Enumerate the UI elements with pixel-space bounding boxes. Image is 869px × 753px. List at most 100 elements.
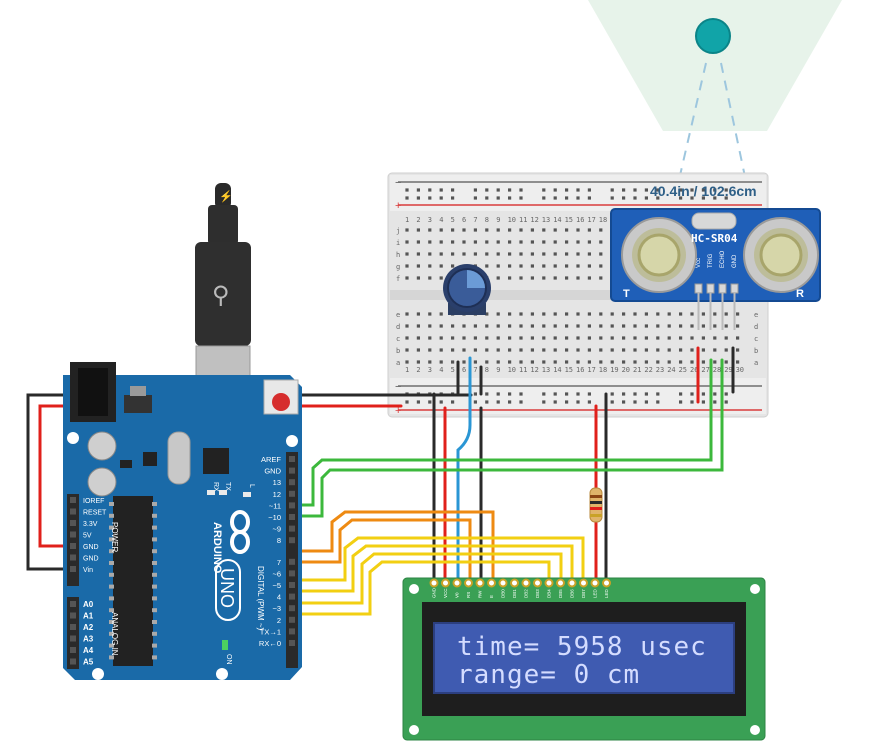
breadboard-hole[interactable] [451,336,455,340]
breadboard-hole[interactable] [485,360,489,364]
target-object[interactable] [695,18,731,54]
breadboard-hole[interactable] [508,252,512,256]
breadboard-hole[interactable] [565,360,569,364]
rail-hole[interactable] [656,196,660,200]
breadboard-hole[interactable] [553,324,557,328]
breadboard-hole[interactable] [519,336,523,340]
breadboard-hole[interactable] [519,276,523,280]
arduino-digital-pin[interactable] [289,605,295,612]
rail-hole[interactable] [713,400,717,404]
breadboard-hole[interactable] [405,228,409,232]
lcd-pin[interactable] [475,578,485,588]
breadboard-hole[interactable] [473,360,477,364]
breadboard-hole[interactable] [656,324,660,328]
breadboard-hole[interactable] [405,252,409,256]
breadboard-hole[interactable] [656,312,660,316]
arduino-digital-pin[interactable] [289,640,295,646]
breadboard-hole[interactable] [622,336,626,340]
rail-hole[interactable] [416,188,420,192]
breadboard-hole[interactable] [508,240,512,244]
rail-hole[interactable] [519,196,523,200]
lcd-pin[interactable] [452,578,462,588]
breadboard-hole[interactable] [542,276,546,280]
rail-hole[interactable] [451,188,455,192]
rail-hole[interactable] [633,196,637,200]
arduino-digital-pin[interactable] [289,593,295,600]
breadboard-hole[interactable] [416,348,420,352]
rail-hole[interactable] [724,196,728,200]
rail-hole[interactable] [405,400,409,404]
breadboard-hole[interactable] [587,276,591,280]
rail-hole[interactable] [690,392,694,396]
rail-hole[interactable] [610,392,614,396]
arduino-power-pin[interactable] [70,520,76,526]
rail-hole[interactable] [496,188,500,192]
breadboard-hole[interactable] [633,336,637,340]
breadboard-hole[interactable] [736,324,740,328]
breadboard-hole[interactable] [542,312,546,316]
sensor-pin[interactable] [706,283,715,294]
breadboard-hole[interactable] [633,312,637,316]
breadboard-hole[interactable] [724,324,728,328]
arduino-digital-pin[interactable] [289,514,295,520]
arduino-analog-pin[interactable] [70,658,76,665]
rail-hole[interactable] [633,400,637,404]
breadboard-hole[interactable] [405,360,409,364]
breadboard-hole[interactable] [473,324,477,328]
breadboard-hole[interactable] [542,360,546,364]
rail-hole[interactable] [622,400,626,404]
breadboard-hole[interactable] [644,312,648,316]
breadboard-hole[interactable] [496,312,500,316]
breadboard-hole[interactable] [428,324,432,328]
breadboard-hole[interactable] [656,348,660,352]
rail-hole[interactable] [451,196,455,200]
lcd-pin[interactable] [487,578,496,588]
breadboard-hole[interactable] [610,348,614,352]
breadboard-hole[interactable] [496,276,500,280]
breadboard-hole[interactable] [690,312,694,316]
rail-hole[interactable] [690,188,694,192]
arduino-digital-pin[interactable] [289,616,295,623]
breadboard-hole[interactable] [530,360,534,364]
breadboard-hole[interactable] [565,240,569,244]
breadboard-hole[interactable] [587,348,591,352]
breadboard-hole[interactable] [473,348,477,352]
breadboard-hole[interactable] [405,276,409,280]
breadboard-hole[interactable] [656,360,660,364]
rail-hole[interactable] [679,400,683,404]
rail-hole[interactable] [496,400,500,404]
breadboard-hole[interactable] [553,348,557,352]
breadboard-hole[interactable] [690,324,694,328]
rail-hole[interactable] [508,196,512,200]
breadboard-hole[interactable] [713,360,717,364]
rail-hole[interactable] [416,400,420,404]
rail-hole[interactable] [713,188,717,192]
rail-hole[interactable] [587,196,591,200]
breadboard-hole[interactable] [679,336,683,340]
breadboard-hole[interactable] [576,324,580,328]
arduino-analog-pin[interactable] [70,624,76,630]
breadboard-hole[interactable] [451,252,455,256]
breadboard-hole[interactable] [599,252,603,256]
breadboard-hole[interactable] [405,240,409,244]
breadboard-hole[interactable] [428,360,432,364]
lcd-pin[interactable] [602,578,611,588]
breadboard-hole[interactable] [667,324,671,328]
rail-hole[interactable] [679,188,683,192]
breadboard-hole[interactable] [736,312,740,316]
breadboard-hole[interactable] [553,312,557,316]
breadboard-hole[interactable] [473,252,477,256]
lcd-pin[interactable] [567,578,577,588]
breadboard-hole[interactable] [416,240,420,244]
breadboard-hole[interactable] [416,276,420,280]
breadboard-hole[interactable] [587,312,591,316]
rail-hole[interactable] [565,196,569,200]
lcd-pin[interactable] [579,578,588,588]
rail-hole[interactable] [701,196,705,200]
breadboard-hole[interactable] [508,336,512,340]
rail-hole[interactable] [724,392,728,396]
breadboard-hole[interactable] [416,264,420,268]
breadboard-hole[interactable] [553,228,557,232]
breadboard-hole[interactable] [428,228,432,232]
rail-hole[interactable] [496,392,500,396]
